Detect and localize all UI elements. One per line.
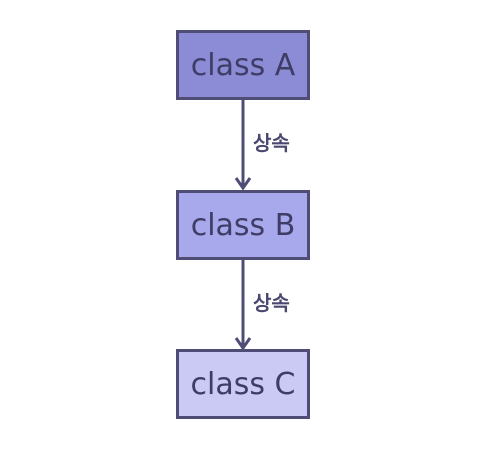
node-class-a: class A — [176, 30, 310, 100]
arrowhead-icon — [234, 177, 252, 191]
edge-b-to-c — [234, 260, 252, 351]
edge-label-b-c: 상속 — [253, 291, 290, 315]
node-class-b: class B — [176, 190, 310, 260]
arrowhead-icon — [234, 337, 252, 351]
node-label: class A — [190, 47, 296, 83]
node-label: class B — [190, 207, 296, 243]
edge-label-a-b: 상속 — [253, 131, 290, 155]
edge-a-to-b — [234, 100, 252, 191]
node-label: class C — [190, 366, 296, 402]
node-class-c: class C — [176, 349, 310, 419]
